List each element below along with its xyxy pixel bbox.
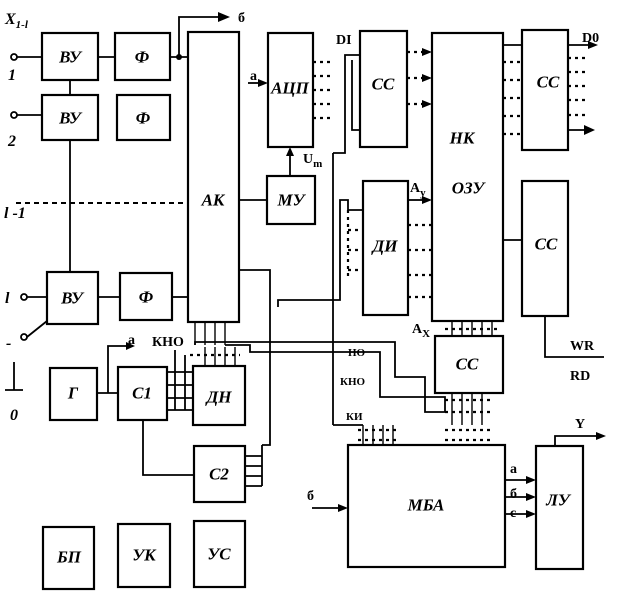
label-input-l: l <box>5 290 10 307</box>
block-c1-label: С1 <box>132 384 152 403</box>
block-nk-ozu <box>430 31 505 323</box>
block-ak <box>186 30 241 324</box>
block-vu-1 <box>40 31 100 82</box>
label-input-0: 0 <box>10 407 18 424</box>
arrow-b-mba <box>338 504 348 512</box>
label-a-lu: а <box>510 462 517 477</box>
label-ki: КИ <box>346 411 363 423</box>
label-d0: D0 <box>582 31 599 46</box>
block-f-1-label: Ф <box>135 48 150 67</box>
label-di: DI <box>336 33 352 48</box>
block-uk-label: УК <box>132 546 157 565</box>
block-lu <box>534 444 585 571</box>
label-input-2: 2 <box>7 133 16 150</box>
label-ax: AX <box>412 322 430 340</box>
block-acp-label: АЦП <box>270 79 310 98</box>
block-cc-2 <box>520 28 570 152</box>
block-nk-label: НК <box>449 129 476 148</box>
label-no: НО <box>348 347 366 359</box>
block-f-2-label: Ф <box>136 109 151 128</box>
block-mba <box>346 443 507 569</box>
block-c2 <box>192 444 247 504</box>
wires <box>5 12 606 518</box>
label-wr: WR <box>570 339 595 354</box>
block-c2-label: С2 <box>209 465 229 484</box>
input-terminal-1 <box>10 53 18 61</box>
labels: X1-l 1 2 l -1 l - 0 б а а КНО DI D0 Um A… <box>4 11 599 521</box>
block-f-3 <box>118 271 174 322</box>
label-um: Um <box>303 152 322 170</box>
blocks: ВУ ВУ ВУ Ф Ф Ф АК АЦП МУ СС ДИ НК ОЗУ СС… <box>40 28 585 591</box>
block-bp-label: БП <box>56 548 82 567</box>
label-rd: RD <box>570 369 590 384</box>
block-dn <box>191 364 247 427</box>
label-input-dash: - <box>6 335 11 352</box>
label-kno-mid: КНО <box>340 376 366 388</box>
label-ay: Ay <box>410 181 426 199</box>
block-cc-4-label: СС <box>456 355 479 374</box>
label-a-c1: а <box>128 333 135 348</box>
label-b-mba: б <box>307 489 314 504</box>
block-vu-3-label: ВУ <box>60 289 85 308</box>
arrow-d0 <box>588 41 598 49</box>
block-f-3-label: Ф <box>139 288 154 307</box>
block-us <box>192 519 247 589</box>
block-mu-label: МУ <box>277 191 307 210</box>
label-input-1: 1 <box>8 67 16 84</box>
block-dn-label: ДН <box>205 388 233 407</box>
label-y: Y <box>575 417 585 432</box>
block-vu-2 <box>40 93 100 142</box>
block-f-1 <box>113 31 172 82</box>
block-lu-label: ЛУ <box>545 491 572 510</box>
block-us-label: УС <box>207 545 231 564</box>
output-b-line <box>178 16 222 57</box>
arrow-y <box>596 432 606 440</box>
label-b-top: б <box>238 11 245 26</box>
block-di <box>361 179 410 317</box>
block-cc-1 <box>358 29 409 149</box>
block-bp <box>41 525 96 591</box>
block-uk <box>116 522 172 589</box>
block-ozu-label: ОЗУ <box>452 179 487 198</box>
block-di-label: ДИ <box>371 237 399 256</box>
label-b-lu: б <box>510 487 517 502</box>
label-input-l-1: l -1 <box>4 205 26 222</box>
wr-line <box>544 316 604 358</box>
block-cc-4 <box>433 334 505 395</box>
no-line <box>194 341 445 413</box>
block-acp <box>266 31 315 149</box>
label-a-acp: а <box>250 69 257 84</box>
block-vu-2-label: ВУ <box>58 109 83 128</box>
y-line <box>554 435 598 446</box>
label-kno-top: КНО <box>152 335 184 350</box>
block-mba-label: МБА <box>407 496 445 515</box>
block-c1 <box>116 365 169 422</box>
block-g <box>48 366 99 422</box>
input-terminal-2 <box>10 111 18 119</box>
block-ak-label: АК <box>201 191 226 210</box>
arrow-a-c1 <box>126 342 135 350</box>
arrow-um <box>286 147 294 156</box>
arrow-ay <box>422 196 432 204</box>
block-mu <box>265 174 317 226</box>
block-cc-1-label: СС <box>372 75 395 94</box>
block-vu-1-label: ВУ <box>58 48 83 67</box>
arrow-b-top <box>218 12 230 22</box>
block-g-label: Г <box>67 384 79 403</box>
input-terminal-l <box>20 293 28 301</box>
block-vu-3 <box>45 270 100 326</box>
block-f-2 <box>115 93 172 142</box>
block-cc-2-label: СС <box>537 73 560 92</box>
label-x: X1-l <box>4 11 29 31</box>
label-c-lu: с <box>510 506 516 521</box>
block-cc-3-label: СС <box>535 235 558 254</box>
block-cc-3 <box>520 179 570 318</box>
